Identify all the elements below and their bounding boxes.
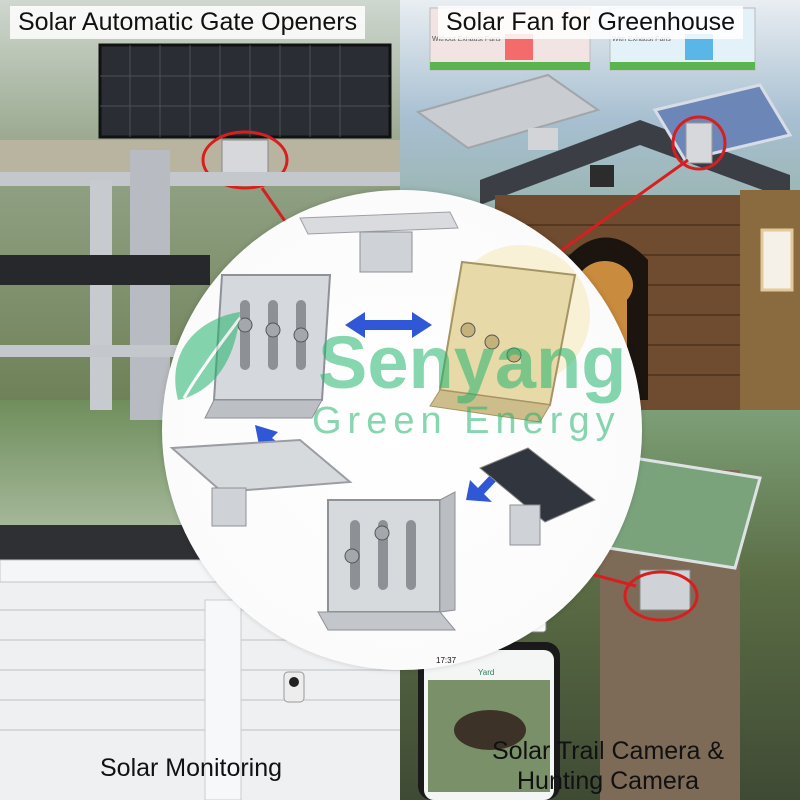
- house-gutter: [0, 525, 400, 800]
- gate-scene: [0, 43, 400, 420]
- double-arrow-horizontal: [345, 312, 432, 338]
- caption-trail-camera-line1: Solar Trail Camera &: [492, 737, 725, 765]
- caption-greenhouse-fan: Solar Fan for Greenhouse: [438, 6, 744, 39]
- without-fan-label: Without Exhaust Fans: [432, 36, 501, 43]
- silver-bracket-bottom: [317, 491, 457, 631]
- silver-bracket-left: [204, 274, 332, 419]
- phone-time: 17:37: [436, 656, 457, 665]
- caption-gate-openers: Solar Automatic Gate Openers: [10, 6, 366, 39]
- caption-trail-camera: Solar Trail Camera & Hunting Camera: [484, 734, 732, 798]
- caption-monitoring: Solar Monitoring: [100, 754, 283, 782]
- caption-trail-camera-line2: Hunting Camera: [517, 767, 700, 795]
- trail-scene: [418, 453, 762, 800]
- gold-bracket-right: [429, 260, 577, 423]
- with-fan-label: With Exhaust Fans: [612, 36, 671, 43]
- phone-tab-label: Yard: [478, 668, 495, 677]
- senyang-leaf-logo: [175, 312, 242, 400]
